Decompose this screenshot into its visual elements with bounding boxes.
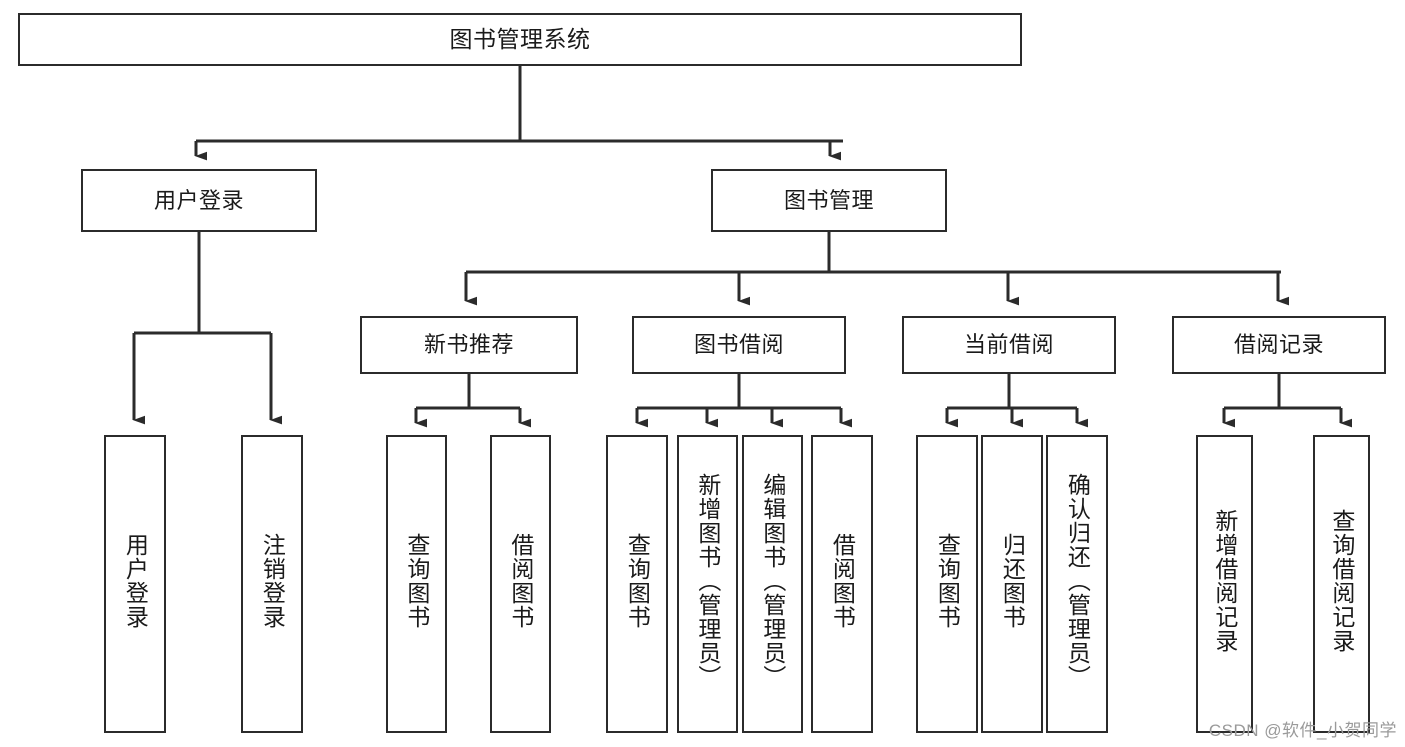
csdn-watermark: CSDN @软件_小贺同学 <box>1208 721 1397 740</box>
node-book-management[interactable]: 图书管理 <box>711 169 947 232</box>
leaf-book-borrow-query-book[interactable]: 查询图书 <box>606 435 668 733</box>
node-label: 用户登录 <box>153 187 244 213</box>
node-label: 查询图书 <box>403 533 430 629</box>
node-label: 查询图书 <box>624 533 651 629</box>
node-book-borrow[interactable]: 图书借阅 <box>632 316 846 374</box>
leaf-current-borrow-return-book[interactable]: 归还图书 <box>981 435 1043 733</box>
node-label: 借阅图书 <box>507 533 534 629</box>
node-label: 用户登录 <box>122 533 149 629</box>
node-label: 新书推荐 <box>423 332 514 358</box>
node-label: 图书管理系统 <box>449 25 591 52</box>
node-label: 归还图书 <box>999 533 1026 629</box>
leaf-current-borrow-query-book[interactable]: 查询图书 <box>916 435 978 733</box>
node-label: 编辑图书（管理员） <box>759 473 786 689</box>
leaf-book-borrow-edit-book-admin[interactable]: 编辑图书（管理员） <box>742 435 803 733</box>
leaf-new-book-query-book[interactable]: 查询图书 <box>386 435 447 733</box>
node-label: 当前借阅 <box>963 332 1054 358</box>
node-label: 查询图书 <box>934 533 961 629</box>
node-label: 新增借阅记录 <box>1211 509 1238 653</box>
node-label: 借阅图书 <box>829 533 856 629</box>
node-new-book-recommend[interactable]: 新书推荐 <box>360 316 578 374</box>
leaf-user-login-login[interactable]: 用户登录 <box>104 435 166 733</box>
leaf-current-borrow-confirm-return-admin[interactable]: 确认归还（管理员） <box>1046 435 1108 733</box>
node-label: 借阅记录 <box>1233 332 1324 358</box>
node-user-login[interactable]: 用户登录 <box>81 169 317 232</box>
node-borrow-record[interactable]: 借阅记录 <box>1172 316 1386 374</box>
node-label: 查询借阅记录 <box>1328 509 1355 653</box>
leaf-book-borrow-add-book-admin[interactable]: 新增图书（管理员） <box>677 435 738 733</box>
leaf-new-book-borrow-book[interactable]: 借阅图书 <box>490 435 551 733</box>
node-label: 确认归还（管理员） <box>1064 473 1091 689</box>
node-label: 图书管理 <box>783 187 874 213</box>
leaf-user-login-logout[interactable]: 注销登录 <box>241 435 303 733</box>
node-label: 图书借阅 <box>693 332 784 358</box>
node-label: 新增图书（管理员） <box>694 473 721 689</box>
node-current-borrow[interactable]: 当前借阅 <box>902 316 1116 374</box>
leaf-book-borrow-borrow-book[interactable]: 借阅图书 <box>811 435 873 733</box>
leaf-borrow-record-query-record[interactable]: 查询借阅记录 <box>1313 435 1370 733</box>
node-book-management-system[interactable]: 图书管理系统 <box>18 13 1022 66</box>
leaf-borrow-record-add-record[interactable]: 新增借阅记录 <box>1196 435 1253 733</box>
node-label: 注销登录 <box>259 533 286 629</box>
